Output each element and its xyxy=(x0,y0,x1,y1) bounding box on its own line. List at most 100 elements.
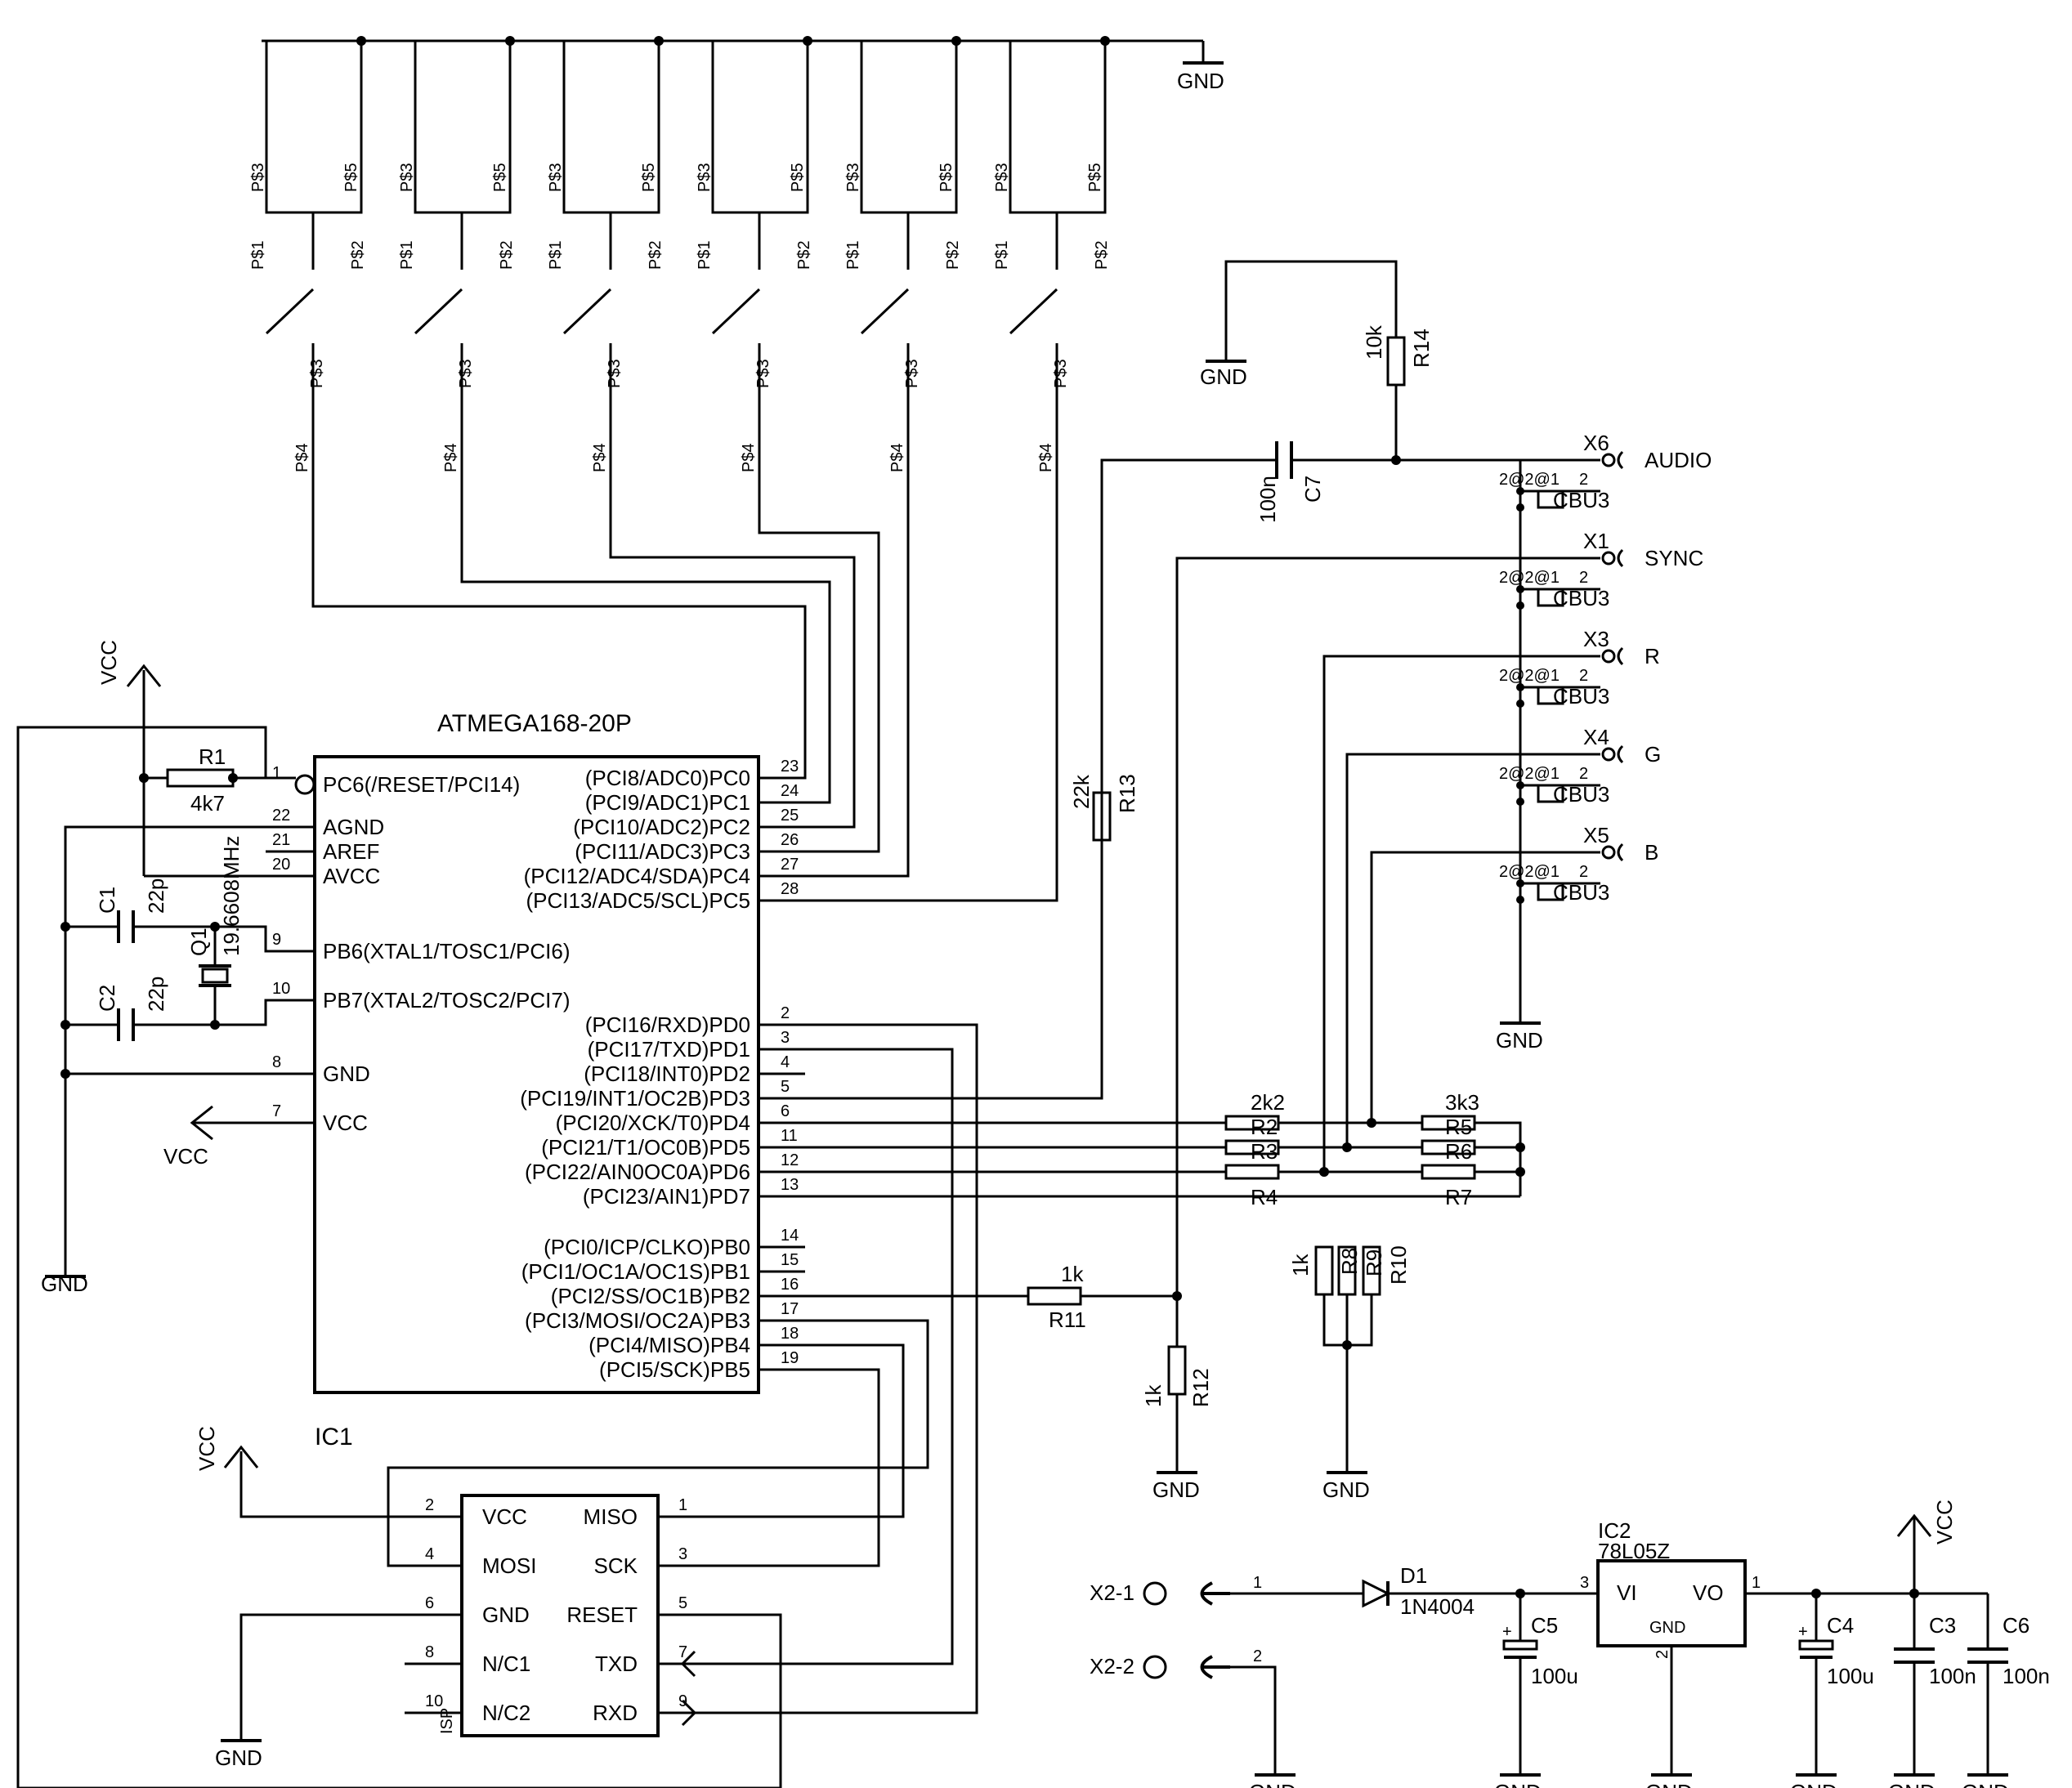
ic1-pin-number: 22 xyxy=(272,807,290,825)
connector-pin2: 2 xyxy=(1579,863,1588,881)
connector-ref: X1 xyxy=(1583,529,1609,553)
c7-ref: C7 xyxy=(1300,476,1325,503)
isp-pin-name: RESET xyxy=(566,1602,638,1627)
button-pin-p5: P$5 xyxy=(938,163,955,192)
r6-ref: R6 xyxy=(1445,1139,1472,1164)
isp-pin-number: 2 xyxy=(425,1496,434,1514)
connector-ref: X5 xyxy=(1583,823,1609,847)
d1-ref: D1 xyxy=(1400,1563,1427,1588)
gnd-label: GND xyxy=(1962,1780,2009,1788)
r4-ref: R4 xyxy=(1251,1185,1278,1209)
gnd-label: GND xyxy=(1494,1780,1542,1788)
q1-ref: Q1 xyxy=(186,928,211,956)
button-pin-p3: P$3 xyxy=(696,163,714,192)
isp-pin-name: TXD xyxy=(595,1652,638,1676)
connector-pin2: 2 xyxy=(1579,471,1588,489)
r1-value: 4k7 xyxy=(190,791,225,816)
c1-ref: C1 xyxy=(95,887,119,914)
ic2-vo: VO xyxy=(1693,1580,1724,1605)
ic1-pin-number: 6 xyxy=(781,1102,790,1120)
button-pin-p2: P$2 xyxy=(1093,240,1111,270)
button-pin-p4: P$4 xyxy=(1037,443,1055,472)
gnd-label: GND xyxy=(1790,1780,1837,1788)
button-pin-p3: P$3 xyxy=(903,359,921,388)
button-pin-p3: P$3 xyxy=(754,359,772,388)
r8-ref: R8 xyxy=(1337,1248,1362,1275)
ic2-gnd: GND xyxy=(1649,1619,1685,1637)
ic1-pin-name: (PCI22/AIN0OC0A)PD6 xyxy=(525,1160,750,1184)
rgb-resistor-ladder: GND 2k2 R2 R3 R4 3k3 R5 R6 R7 1k R8 R9 R… xyxy=(759,655,1600,1502)
connector-signal: B xyxy=(1645,840,1658,865)
ic1-pin-number: 14 xyxy=(781,1227,799,1245)
isp-pin-number: 3 xyxy=(678,1545,687,1563)
connector-pins: 2@2@1 xyxy=(1499,667,1560,685)
d1-value: 1N4004 xyxy=(1400,1594,1475,1619)
button-pin-p2: P$2 xyxy=(795,240,813,270)
c4-ref: C4 xyxy=(1827,1613,1854,1638)
button-pin-p3: P$3 xyxy=(308,359,326,388)
reset-bubble xyxy=(294,774,315,795)
button-pin-p4: P$4 xyxy=(888,443,906,472)
ic1-pin-name: PB7(XTAL2/TOSC2/PCI7) xyxy=(323,988,570,1012)
button-pin-p1: P$1 xyxy=(993,240,1011,270)
vcc-label: VCC xyxy=(96,640,121,685)
c6-value: 100n xyxy=(2003,1664,2050,1688)
connector-ref: X4 xyxy=(1583,725,1609,749)
ic1-pin-number: 1 xyxy=(272,764,281,782)
isp-pin-name: N/C1 xyxy=(482,1652,530,1676)
button-pin-p5: P$5 xyxy=(789,163,807,192)
ic1-pin-number: 23 xyxy=(781,758,799,776)
isp-pin-name: MOSI xyxy=(482,1553,536,1578)
ic1-pin-name: AGND xyxy=(323,815,384,839)
button-pin-p4: P$4 xyxy=(740,443,758,472)
ic2-pin-gnd: 2 xyxy=(1654,1650,1671,1659)
button-wires xyxy=(311,482,1058,902)
button-pin-p5: P$5 xyxy=(640,163,658,192)
r10-ref: R10 xyxy=(1386,1245,1411,1285)
ic1-pin-name: (PCI3/MOSI/OC2A)PB3 xyxy=(525,1308,750,1333)
ic1-pin-name: (PCI11/ADC3)PC3 xyxy=(575,839,750,864)
ic1-pin-name: (PCI17/TXD)PD1 xyxy=(588,1037,750,1062)
isp-pin-number: 7 xyxy=(678,1643,687,1661)
c5-value: 100u xyxy=(1531,1664,1578,1688)
ic1-pin-name: AVCC xyxy=(323,864,380,888)
ic1-pin-number: 16 xyxy=(781,1276,799,1294)
connector-type: CBU3 xyxy=(1553,488,1609,512)
ic1-pin-number: 12 xyxy=(781,1151,799,1169)
isp-pin-number: 10 xyxy=(425,1692,443,1710)
gnd-label: GND xyxy=(1200,364,1247,389)
ic1-pin-number: 5 xyxy=(781,1078,790,1096)
isp-pin-name: GND xyxy=(482,1602,530,1627)
connector-pin2: 2 xyxy=(1579,667,1588,685)
button-pin-p2: P$2 xyxy=(498,240,516,270)
c4-value: 100u xyxy=(1827,1664,1874,1688)
connector-signal: G xyxy=(1645,742,1661,767)
audio-circuit: GND 10k R14 100n C7 22k R13 xyxy=(759,260,1600,1100)
c5-ref: C5 xyxy=(1531,1613,1558,1638)
button-pin-p4: P$4 xyxy=(442,443,460,472)
c1-value: 22p xyxy=(144,878,168,914)
ic1-pin-number: 21 xyxy=(272,831,290,849)
vcc-pin7: VCC xyxy=(163,1105,315,1169)
x2-pin1-number: 1 xyxy=(1253,1574,1262,1592)
c3-ref: C3 xyxy=(1929,1613,1956,1638)
ic1-pin-name: (PCI16/RXD)PD0 xyxy=(585,1012,750,1037)
connector-type: CBU3 xyxy=(1553,586,1609,610)
connector-pins: 2@2@1 xyxy=(1499,863,1560,881)
button-pin-p3: P$3 xyxy=(993,163,1011,192)
connector-pin2: 2 xyxy=(1579,569,1588,587)
button-pin-p3: P$3 xyxy=(457,359,475,388)
button-pin-p3: P$3 xyxy=(1052,359,1070,388)
power-supply: X2-1 X2-2 1 2 D1 1N4004 GND GND + C5 100… xyxy=(1090,1500,2050,1788)
r1-ref: R1 xyxy=(199,744,226,769)
r9-ref: R9 xyxy=(1362,1249,1386,1276)
ic1-pin-number: 2 xyxy=(781,1004,790,1022)
ic1-pin-number: 27 xyxy=(781,856,799,874)
connector-ref: X6 xyxy=(1583,431,1609,455)
